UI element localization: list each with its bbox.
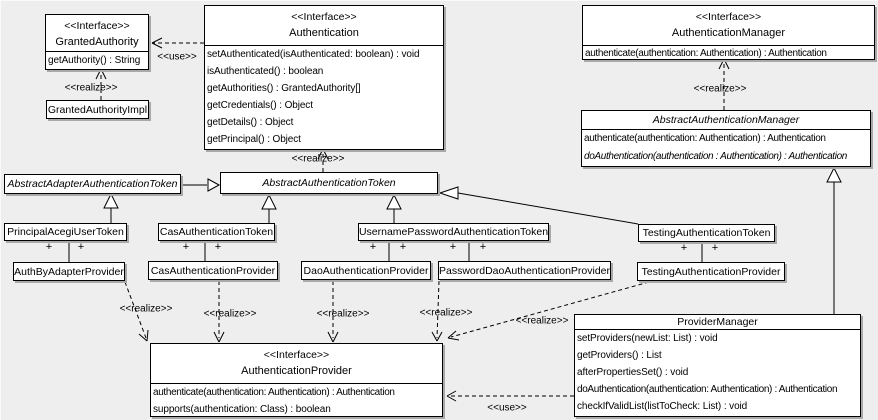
class-authentication-manager: <<Interface>> AuthenticationManager auth…: [582, 5, 875, 60]
class-cas-authentication-token: CasAuthenticationToken: [158, 223, 275, 241]
class-dao-authentication-provider: DaoAuthenticationProvider: [301, 261, 431, 280]
class-abstract-authentication-token: AbstractAuthenticationToken: [220, 172, 438, 194]
method: isAuthenticated() : boolean: [207, 66, 324, 77]
edge-realize-casauthenticationprovider: [213, 281, 225, 343]
class-stereotype: <<Interface>>: [291, 11, 357, 23]
realize-label: <<realize>>: [291, 153, 345, 165]
assoc-end-label: +: [680, 242, 688, 254]
use-label: <<use>>: [157, 51, 197, 63]
class-testing-authentication-provider: TestingAuthenticationProvider: [637, 262, 785, 281]
method: authenticate(authentication: Authenticat…: [584, 133, 826, 144]
class-password-dao-authentication-provider: PasswordDaoAuthenticationProvider: [438, 261, 611, 280]
edge-realize-authbyadapterprovider: [124, 281, 149, 342]
realize-label: <<realize>>: [64, 82, 118, 94]
edge-generalize-casauthenticationtoken: [261, 193, 277, 223]
class-testing-authentication-token: TestingAuthenticationToken: [638, 224, 775, 242]
method: checkIfValidList(listToCheck: List) : vo…: [577, 401, 748, 412]
assoc-end-label: +: [214, 241, 222, 253]
class-granted-authority: <<Interface>> GrantedAuthority getAuthor…: [45, 14, 149, 70]
assoc-end-label: +: [711, 242, 719, 254]
class-name: AbstractAuthenticationManager: [652, 114, 800, 126]
method: setProviders(newList: List) : void: [577, 333, 718, 344]
class-provider-manager: ProviderManager setProviders(newList: Li…: [574, 314, 861, 417]
use-label: <<use>>: [487, 402, 527, 414]
class-stereotype: <<Interface>>: [263, 349, 330, 361]
class-name: PrincipalAcegiUserToken: [7, 226, 124, 238]
edge-realize-passworddaoauthenticationprovider: [431, 280, 443, 342]
method: authenticate(authentication: Authenticat…: [153, 387, 395, 398]
method: authenticate(authentication: Authenticat…: [585, 48, 827, 59]
class-name: AbstractAuthenticationToken: [262, 177, 396, 189]
edge-use-providermanager-authenticationprovider: [446, 390, 574, 402]
class-authentication: <<Interface>> Authentication setAuthenti…: [204, 5, 444, 150]
class-name: AuthByAdapterProvider: [14, 265, 124, 278]
edge-generalize-abstractadapterauthenticationtoken: [181, 178, 221, 192]
realize-label: <<realize>>: [203, 308, 257, 320]
class-name: UsernamePasswordAuthenticationToken: [358, 226, 549, 238]
class-name: GrantedAuthorityImpl: [47, 103, 148, 116]
edge-realize-abstractauthenticationtoken: [317, 148, 329, 172]
class-name: AuthenticationManager: [671, 27, 786, 39]
method: getAuthority() : String: [48, 55, 141, 66]
method: getProviders() : List: [577, 350, 662, 361]
assoc-end-label: +: [449, 241, 457, 253]
class-name: PasswordDaoAuthenticationProvider: [439, 264, 611, 277]
realize-label: <<realize>>: [316, 308, 370, 320]
method: doAuthentication(authentication: Authent…: [577, 384, 838, 395]
edge-realize-abstractauthenticationmanager: [718, 58, 730, 110]
class-granted-authority-impl: GrantedAuthorityImpl: [46, 100, 149, 119]
edge-realize-daoauthenticationprovider: [327, 281, 339, 343]
class-name: CasAuthenticationToken: [159, 226, 274, 238]
class-name: CasAuthenticationProvider: [150, 264, 276, 277]
edge-generalize-usernamepasswordauthenticationtoken: [386, 193, 402, 223]
realize-label: <<realize>>: [515, 315, 569, 327]
realize-label: <<realize>>: [693, 83, 747, 95]
class-name: AuthenticationProvider: [241, 365, 352, 377]
class-authentication-provider: <<Interface>> AuthenticationProvider aut…: [150, 343, 443, 417]
method: supports(authentication: Class) : boolea…: [153, 404, 331, 415]
method: getPrincipal() : Object: [207, 134, 301, 145]
assoc-end-label: +: [45, 241, 53, 253]
method: getAuthorities() : GrantedAuthority[]: [207, 83, 361, 94]
assoc-end-label: +: [369, 241, 377, 253]
class-stereotype: <<Interface>>: [695, 11, 762, 23]
class-name: GrantedAuthority: [55, 36, 139, 48]
method: afterPropertiesSet() : void: [577, 367, 689, 378]
class-name: AbstractAdapterAuthenticationToken: [7, 178, 178, 190]
edge-generalize-providermanager: [826, 166, 842, 314]
class-principal-acegi-user-token: PrincipalAcegiUserToken: [4, 223, 127, 241]
method: getCredentials() : Object: [207, 100, 313, 111]
edge-generalize-testingauthenticationtoken: [438, 186, 639, 225]
edge-realize-grantedauthorityimpl: [95, 68, 107, 100]
class-auth-by-adapter-provider: AuthByAdapterProvider: [13, 262, 125, 281]
realize-label: <<realize>>: [119, 303, 173, 315]
class-name: TestingAuthenticationProvider: [641, 265, 781, 278]
assoc-end-label: +: [399, 241, 407, 253]
class-cas-authentication-provider: CasAuthenticationProvider: [148, 261, 278, 280]
class-abstract-adapter-authentication-token: AbstractAdapterAuthenticationToken: [4, 174, 181, 194]
edge-realize-testingauthenticationprovider: [447, 281, 650, 341]
assoc-end-label: +: [182, 241, 190, 253]
class-name: DaoAuthenticationProvider: [303, 264, 429, 277]
class-username-password-authentication-token: UsernamePasswordAuthenticationToken: [358, 223, 549, 241]
edge-generalize-principalacegiusertoken: [103, 192, 119, 223]
method: setAuthenticated(isAuthenticated: boolea…: [207, 49, 420, 60]
class-name: TestingAuthenticationToken: [642, 227, 771, 239]
method: getDetails() : Object: [207, 117, 294, 128]
class-abstract-authentication-manager: AbstractAuthenticationManager authentica…: [581, 110, 871, 167]
assoc-end-label: +: [479, 241, 487, 253]
method: doAuthentication(authentication : Authen…: [584, 151, 848, 162]
class-name: ProviderManager: [677, 316, 758, 328]
assoc-end-label: +: [77, 241, 85, 253]
class-name: Authentication: [289, 27, 359, 39]
realize-label: <<realize>>: [419, 307, 473, 319]
class-stereotype: <<Interface>>: [64, 20, 130, 32]
edge-use-authentication-grantedauthority: [151, 37, 204, 49]
